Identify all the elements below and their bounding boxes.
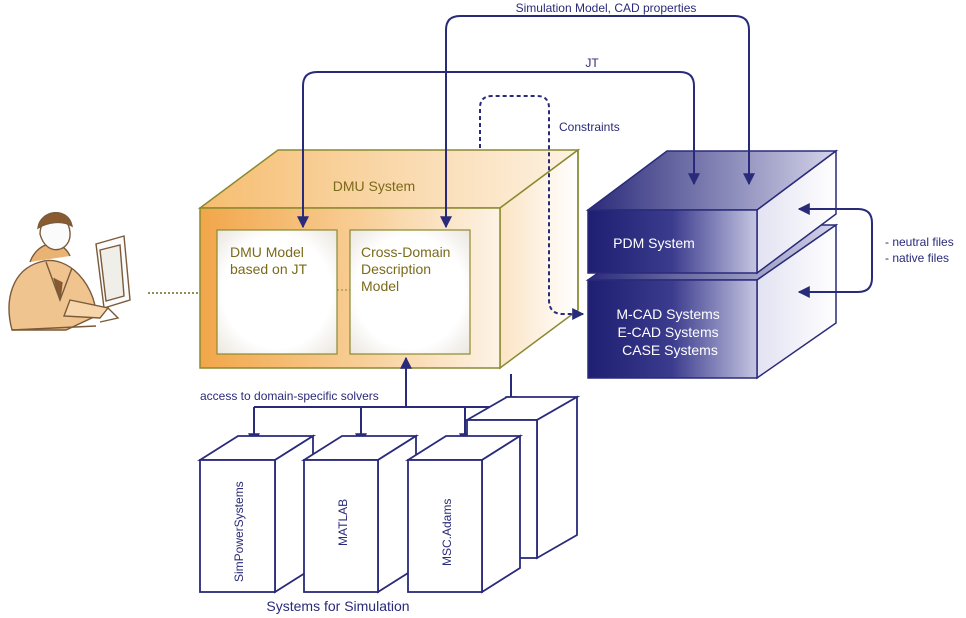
file-exchange-bracket-arrow	[797, 203, 873, 298]
cross-domain-line-2: Description	[361, 261, 431, 277]
sim-box-simpowersystems	[196, 434, 317, 594]
msc-adams-label: MSC.Adams	[440, 499, 454, 566]
jt-flow-arrow	[297, 71, 700, 229]
dmu-model-line-2: based on JT	[230, 261, 307, 277]
jt-flow-label: JT	[585, 56, 599, 70]
cad-systems-label: M-CAD Systems E-CAD Systems CASE Systems	[616, 306, 723, 358]
sim-box-msc-adams	[404, 434, 524, 594]
dmu-model-line-1: DMU Model	[230, 244, 304, 260]
cross-domain-line-1: Cross-Domain	[361, 244, 450, 260]
dmu-model-label: DMU Model based on JT	[230, 244, 308, 277]
simpowersystems-label: SimPowerSystems	[232, 481, 246, 582]
cross-domain-line-3: Model	[361, 278, 399, 294]
dmu-model-panel	[216, 229, 338, 355]
dmu-system-label: DMU System	[333, 178, 415, 194]
cad-systems-line-1: M-CAD Systems	[616, 306, 719, 322]
pdm-system-label: PDM System	[613, 235, 695, 251]
sim-box-matlab	[300, 434, 420, 594]
cad-systems-line-3: CASE Systems	[622, 342, 718, 358]
simulation-model-flow-label: Simulation Model, CAD properties	[516, 1, 697, 15]
cross-domain-model-panel	[349, 229, 471, 355]
solver-access-label: access to domain-specific solvers	[200, 389, 379, 403]
user-at-computer-icon	[8, 211, 131, 331]
file-type-neutral: - neutral files	[885, 235, 954, 249]
systems-for-simulation-label: Systems for Simulation	[266, 598, 409, 614]
cross-domain-label: Cross-Domain Description Model	[361, 244, 454, 294]
simulation-model-flow-arrow	[440, 15, 755, 229]
constraints-label: Constraints	[559, 120, 620, 134]
file-type-native: - native files	[885, 251, 949, 265]
constraints-flow-arrow	[479, 95, 585, 320]
cad-systems-line-2: E-CAD Systems	[617, 324, 718, 340]
file-types-label: - neutral files - native files	[885, 235, 957, 265]
matlab-label: MATLAB	[336, 499, 350, 546]
